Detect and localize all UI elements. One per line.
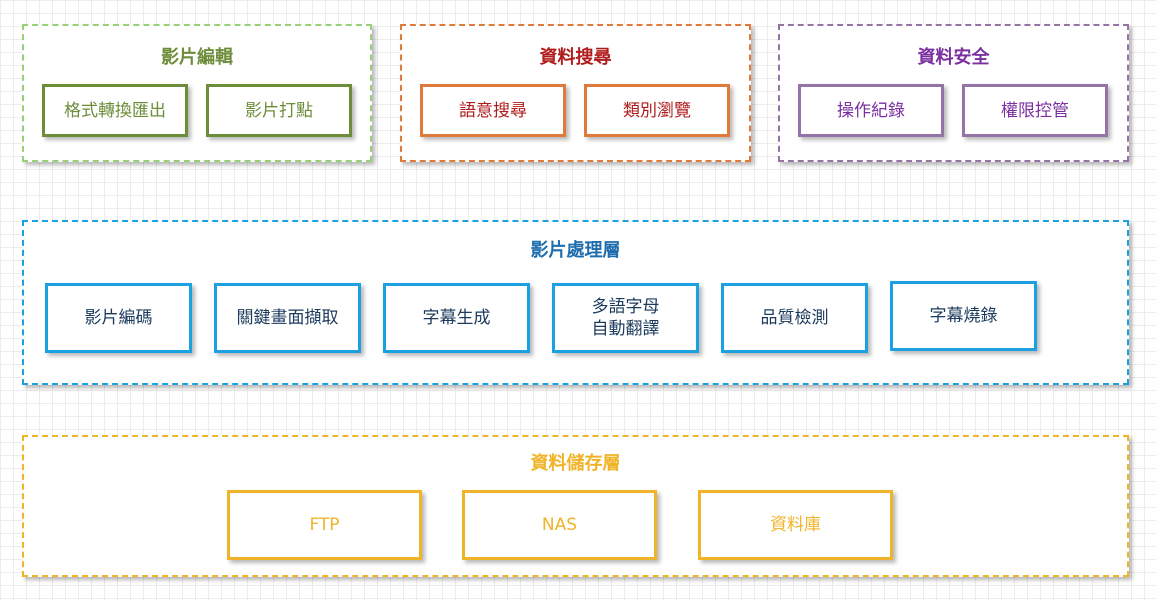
box-format-convert-export: 格式轉換匯出 (42, 84, 188, 137)
box-category-browse: 類別瀏覽 (584, 84, 730, 137)
box-semantic-search: 語意搜尋 (420, 84, 566, 137)
box-quality-inspection: 品質檢測 (721, 283, 868, 353)
box-multilingual-line-2: 自動翻譯 (591, 319, 660, 339)
group-video-processing-layer: 影片處理層 影片編碼 關鍵畫面擷取 字幕生成 多語字母 自動翻譯 品質檢測 字幕… (22, 220, 1129, 385)
group-data-security: 資料安全 操作紀錄 權限控管 (778, 24, 1129, 162)
box-keyframe-extraction: 關鍵畫面擷取 (214, 283, 361, 353)
box-video-encoding: 影片編碼 (45, 283, 192, 353)
group-video-processing-title: 影片處理層 (530, 240, 621, 261)
box-subtitle-generation: 字幕生成 (383, 283, 530, 353)
box-video-marking: 影片打點 (206, 84, 352, 137)
group-data-storage-title: 資料儲存層 (530, 453, 621, 474)
group-data-search: 資料搜尋 語意搜尋 類別瀏覽 (400, 24, 751, 162)
group-data-storage-layer: 資料儲存層 FTP NAS 資料庫 (22, 435, 1129, 577)
box-subtitle-burn-in: 字幕燒錄 (890, 281, 1037, 351)
box-multilingual-translation: 多語字母 自動翻譯 (552, 283, 699, 353)
group-video-edit: 影片編輯 格式轉換匯出 影片打點 (22, 24, 372, 162)
group-video-edit-title: 影片編輯 (161, 47, 233, 68)
group-data-security-title: 資料安全 (917, 47, 990, 68)
box-ftp: FTP (227, 490, 422, 560)
box-database: 資料庫 (698, 490, 893, 560)
box-multilingual-line-1: 多語字母 (591, 297, 660, 317)
box-nas: NAS (462, 490, 657, 560)
box-permission-control: 權限控管 (962, 84, 1108, 137)
group-data-search-title: 資料搜尋 (539, 47, 612, 68)
box-operation-log: 操作紀錄 (798, 84, 944, 137)
